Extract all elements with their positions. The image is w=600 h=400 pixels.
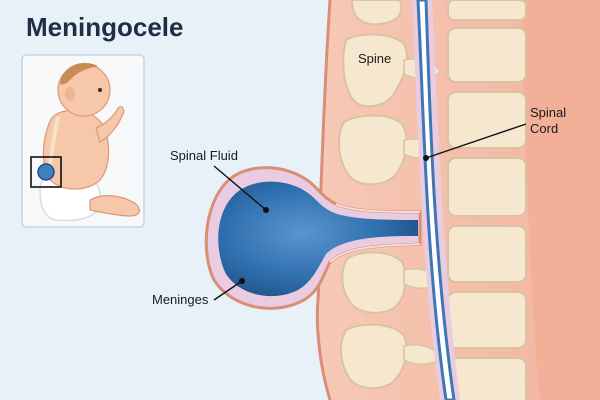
leader-dot-spinal-fluid xyxy=(263,207,269,213)
sac-inner-line-lower xyxy=(329,243,421,263)
leader-dot-meninges xyxy=(239,278,245,284)
leader-spinal-fluid xyxy=(213,165,267,211)
leader-spinal-cord xyxy=(425,123,527,159)
vertebrae-left xyxy=(338,0,408,390)
label-spinal-cord-line1: Spinal xyxy=(530,105,566,120)
baby-arm xyxy=(95,106,125,143)
baby-thumbnail xyxy=(21,54,145,228)
inner-tissue-band xyxy=(520,0,600,400)
sac-inner-line xyxy=(335,203,421,213)
spinal-cord xyxy=(416,0,456,400)
baby-leg xyxy=(89,195,140,217)
vertebral-bodies xyxy=(447,0,527,400)
lesion-highlight-box xyxy=(30,156,62,188)
label-spinal-fluid: Spinal Fluid xyxy=(170,148,238,163)
page-title: Meningocele xyxy=(26,12,183,42)
leader-dot-spinal-cord xyxy=(423,155,429,161)
baby-hair xyxy=(60,62,98,85)
label-spine: Spine xyxy=(358,51,391,66)
baby-lesion xyxy=(37,163,55,181)
baby-eye xyxy=(98,88,102,92)
baby-ear xyxy=(65,87,75,101)
label-meninges: Meninges xyxy=(152,292,209,307)
leader-meninges xyxy=(213,280,243,301)
baby-spine-line xyxy=(48,116,60,168)
label-spinal-cord-line2: Cord xyxy=(530,121,558,136)
